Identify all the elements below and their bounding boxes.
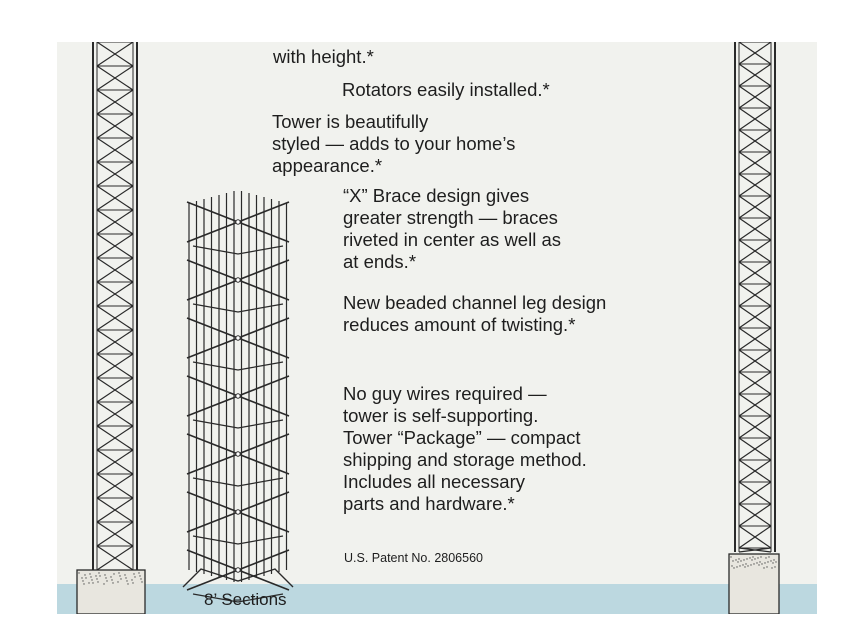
text-line: reduces amount of twisting.* [343,314,576,335]
sections-caption: 8’ Sections [204,590,287,609]
right-tower-illustration [728,42,780,614]
text-line: Tower is beautifully [272,111,429,132]
text-line: Includes all necessary [343,471,526,492]
scanned-brochure-page: with height.* Rotators easily installed.… [57,42,817,614]
text-line: greater strength — braces [343,207,558,228]
text-line: No guy wires required — [343,383,547,404]
text-line: riveted in center as well as [343,229,561,250]
text-line: Tower “Package” — compact [343,427,581,448]
text-line: Rotators easily installed.* [342,79,550,100]
text-line: styled — adds to your home’s [272,133,516,154]
text-line: shipping and storage method. [343,449,587,470]
blue-color-band [57,584,817,614]
text-x-brace: “X” Brace design gives greater strength … [343,185,561,273]
text-line: at ends.* [343,251,417,272]
left-tower-illustration [76,42,146,614]
text-rotators: Rotators easily installed.* [342,79,550,101]
text-line: with height.* [273,46,374,67]
patent-number: U.S. Patent No. 2806560 [344,551,483,565]
text-with-height: with height.* [273,46,374,68]
text-line: tower is self-supporting. [343,405,539,426]
text-line: New beaded channel leg design [343,292,607,313]
text-styled: Tower is beautifully styled — adds to yo… [272,111,515,177]
text-line: appearance.* [272,155,383,176]
text-guy-wires: No guy wires required — tower is self-su… [343,383,587,515]
text-line: “X” Brace design gives [343,185,530,206]
text-channel-leg: New beaded channel leg design reduces am… [343,292,606,336]
text-line: parts and hardware.* [343,493,515,514]
stacked-sections-illustration [182,191,294,603]
